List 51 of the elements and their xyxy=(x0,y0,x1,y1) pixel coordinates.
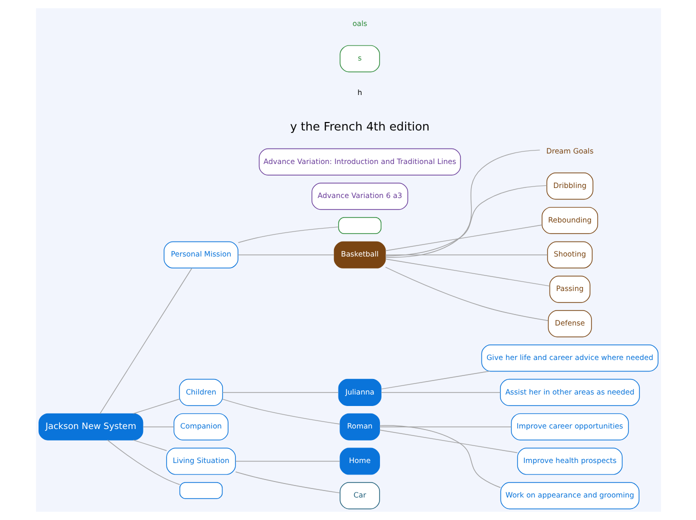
node-box: Julianna xyxy=(338,378,381,406)
connector xyxy=(384,224,542,252)
connector xyxy=(380,392,500,393)
connector xyxy=(222,392,338,393)
connector xyxy=(132,398,180,414)
node-box: Roman xyxy=(339,413,380,440)
node-text: Dream Goals xyxy=(546,146,594,156)
connector xyxy=(378,426,512,428)
node-box xyxy=(178,482,222,499)
connector xyxy=(142,426,174,428)
connector xyxy=(380,370,490,390)
connector xyxy=(237,226,338,243)
node-box: Improve career opportunities xyxy=(510,413,628,440)
node-box: Advance Variation 6 a3 xyxy=(311,182,408,210)
connector xyxy=(132,440,166,451)
connector xyxy=(384,254,548,256)
node-box: Defense xyxy=(547,310,592,338)
node-box: Work on appearance and grooming xyxy=(500,482,639,510)
node-box: Dribbling xyxy=(546,172,593,200)
node-box: Children xyxy=(178,378,222,406)
node-box: Give her life and career advice where needed xyxy=(480,344,658,372)
connector xyxy=(106,440,180,485)
node-box: Improve health prospects xyxy=(516,448,622,475)
node-box: Advance Variation: Introduction and Traditional Lines xyxy=(258,148,460,176)
connector xyxy=(384,258,550,286)
node-text: oals xyxy=(352,19,367,28)
node-text: y the French 4th edition xyxy=(290,119,430,134)
connector xyxy=(384,266,548,322)
connector xyxy=(378,430,518,454)
connector xyxy=(234,472,340,494)
connector xyxy=(99,268,192,414)
connector xyxy=(378,425,500,488)
node-box: Jackson New System xyxy=(38,413,143,440)
node-box: Rebounding xyxy=(541,206,598,234)
connector xyxy=(234,460,340,462)
node-box: Basketball xyxy=(333,241,386,268)
node-text: h xyxy=(357,88,362,97)
node-box: Car xyxy=(339,482,380,510)
connector xyxy=(384,150,540,258)
node-box xyxy=(338,217,381,234)
connector xyxy=(222,398,340,424)
node-box: Personal Mission xyxy=(163,241,238,268)
node-box: s xyxy=(339,45,380,72)
node-box: Shooting xyxy=(546,241,592,268)
node-box: Assist her in other areas as needed xyxy=(500,378,640,406)
connector xyxy=(384,185,547,256)
node-box: Home xyxy=(339,448,380,475)
connector xyxy=(237,254,334,256)
node-box: Living Situation xyxy=(166,448,236,475)
node-box: Companion xyxy=(173,413,228,440)
node-box: Passing xyxy=(548,276,590,303)
